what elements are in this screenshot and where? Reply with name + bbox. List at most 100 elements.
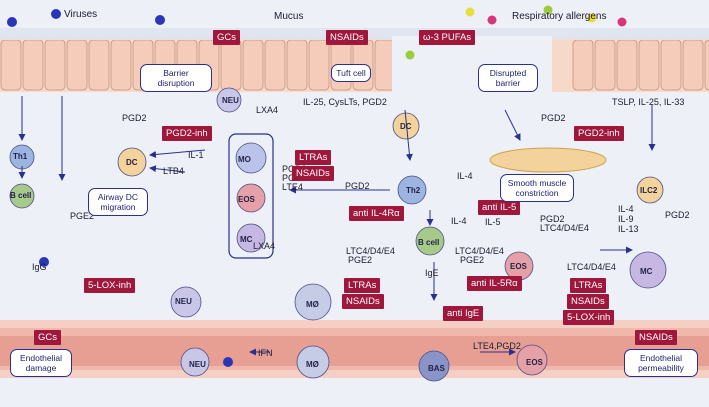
mc-mid-cell: MC <box>240 235 253 244</box>
virus-icon <box>51 9 61 19</box>
five-lox-right-drug: 5-LOX-inh <box>563 310 615 325</box>
allergen-icon <box>587 13 597 23</box>
neu-left-shape <box>170 286 202 318</box>
pgd2-inh-right-drug: PGD2-inh <box>574 126 624 141</box>
mucus-label: Mucus <box>274 11 304 22</box>
anti-il4ra-drug: anti IL-4Rα <box>349 206 404 221</box>
tslp-il25-il33-label: TSLP, IL-25, IL-33 <box>612 97 685 107</box>
anti-il5-drug: anti IL-5 <box>478 200 521 215</box>
virus-icon <box>155 15 165 25</box>
epithelial-cell <box>264 39 286 91</box>
il4-side-label: IL-4 <box>451 216 467 226</box>
epithelial-cell <box>660 39 682 91</box>
eos-mid-cell: EOS <box>238 195 255 204</box>
epithelial-cell <box>220 39 242 91</box>
neu-left-cell: NEU <box>175 297 192 306</box>
lxa4-top-label: LXA4 <box>256 105 279 115</box>
nsaids-center-drug: NSAIDs <box>342 294 384 309</box>
endothelial-permeability-box: Endothelial permeability <box>624 349 698 377</box>
cell-graphics <box>7 5 667 382</box>
omega3-drug: ω-3 PUFAs <box>419 30 476 45</box>
nsaids-bottom-drug: NSAIDs <box>635 330 677 345</box>
ltb4-label: LTB4 <box>163 166 184 176</box>
vessel-wall-bottom <box>0 370 709 378</box>
allergen-icon <box>465 7 475 17</box>
mc-right-cell: MC <box>640 267 653 276</box>
respiratory-allergens-label: Respiratory allergens <box>512 11 607 22</box>
airway-dc-migration-box: Airway DC migration <box>88 188 148 216</box>
il1-label: IL-1 <box>188 150 204 160</box>
barrier-disruption-box: Barrier disruption <box>140 64 212 92</box>
virus-icon <box>223 357 233 367</box>
epithelial-cell <box>44 39 66 91</box>
neu-top-shape <box>216 87 242 113</box>
pgd2-eos-label: PGD2 <box>540 214 565 224</box>
epithelial-cell <box>0 39 22 91</box>
epithelial-cell <box>242 39 264 91</box>
allergen-icon <box>617 17 627 27</box>
gcs-bottom-drug: GCs <box>34 330 61 345</box>
anti-ige-drug: anti IgE <box>443 306 484 321</box>
eos-right-cell: EOS <box>510 262 527 271</box>
epithelial-cell <box>110 39 132 91</box>
ltc4-mc-label: LTC4/D4/E4 <box>567 262 616 272</box>
pgd2-arrow-label: PGD2 <box>345 181 370 191</box>
b-cell-center-shape <box>415 226 445 256</box>
lte4-pgd2-bottom-label: LTE4,PGD2 <box>473 341 521 351</box>
smooth-muscle-cells <box>489 147 607 173</box>
th2-cell: Th2 <box>406 186 421 195</box>
mid-lte4-label: LTE4 <box>282 182 303 192</box>
nsaids-mid-drug: NSAIDs <box>292 166 334 181</box>
tuft-cell-box: Tuft cell <box>331 64 371 82</box>
dc-left-shape <box>117 147 147 177</box>
ifn-label: IFN <box>258 348 273 358</box>
dc-center-shape <box>392 112 420 140</box>
myeloid-frame <box>228 133 274 259</box>
disrupted-barrier-box: Disrupted barrier <box>478 64 538 92</box>
smooth-muscle-box: Smooth muscle constriction <box>500 174 574 202</box>
virus-icon <box>39 257 49 267</box>
dc-center-cell: DC <box>400 122 412 131</box>
epithelial-cell <box>682 39 704 91</box>
mc-right-shape <box>629 251 667 289</box>
neu-top-cell: NEU <box>222 96 239 105</box>
th1-cell: Th1 <box>13 152 28 161</box>
allergen-icon <box>405 50 415 60</box>
eos-mid-shape <box>236 183 266 213</box>
nsaids-right-drug: NSAIDs <box>567 294 609 309</box>
viruses-label: Viruses <box>64 9 98 20</box>
ltras-mid-drug: LTRAs <box>295 150 332 165</box>
vessel-lumen <box>0 336 709 366</box>
epithelial-cell <box>638 39 660 91</box>
endothelial-damage-box: Endothelial damage <box>10 349 72 377</box>
ltras-center-drug: LTRAs <box>344 278 381 293</box>
epithelial-cell <box>704 39 709 91</box>
ltc4-center-label: LTC4/D4/E4 <box>346 246 395 256</box>
ige-label: IgE <box>425 268 439 278</box>
eos-vessel-shape <box>516 344 548 376</box>
virus-icon <box>7 17 17 27</box>
b-cell-center: B cell <box>418 238 440 247</box>
mo-shape <box>235 142 267 174</box>
epithelial-cell <box>286 39 308 91</box>
epithelial-cell <box>22 39 44 91</box>
allergen-icon <box>487 15 497 25</box>
ltc4-eos-label: LTC4/D4/E4 <box>540 223 589 233</box>
b-cell-left: B cell <box>10 191 32 200</box>
igg-label: IgG <box>32 262 47 272</box>
pge2-center-label: PGE2 <box>348 255 373 265</box>
mo-vessel-cell: MØ <box>306 360 319 369</box>
il25-cyslts-pgd2-label: IL-25, CysLTs, PGD2 <box>303 97 387 107</box>
th2-shape <box>397 175 427 205</box>
epithelial-cell <box>572 39 594 91</box>
ltc4-right-label: LTC4/D4/E4 <box>455 246 504 256</box>
epithelial-cell <box>308 39 330 91</box>
gcs-top-drug: GCs <box>213 30 240 45</box>
neu-vessel-shape <box>180 347 210 377</box>
mc-mid-shape <box>236 223 266 253</box>
epithelial-cell <box>616 39 638 91</box>
anti-il5ra-drug: anti IL-5Rα <box>467 276 522 291</box>
epithelial-cells <box>0 39 709 91</box>
mo-cell: MO <box>238 155 251 164</box>
